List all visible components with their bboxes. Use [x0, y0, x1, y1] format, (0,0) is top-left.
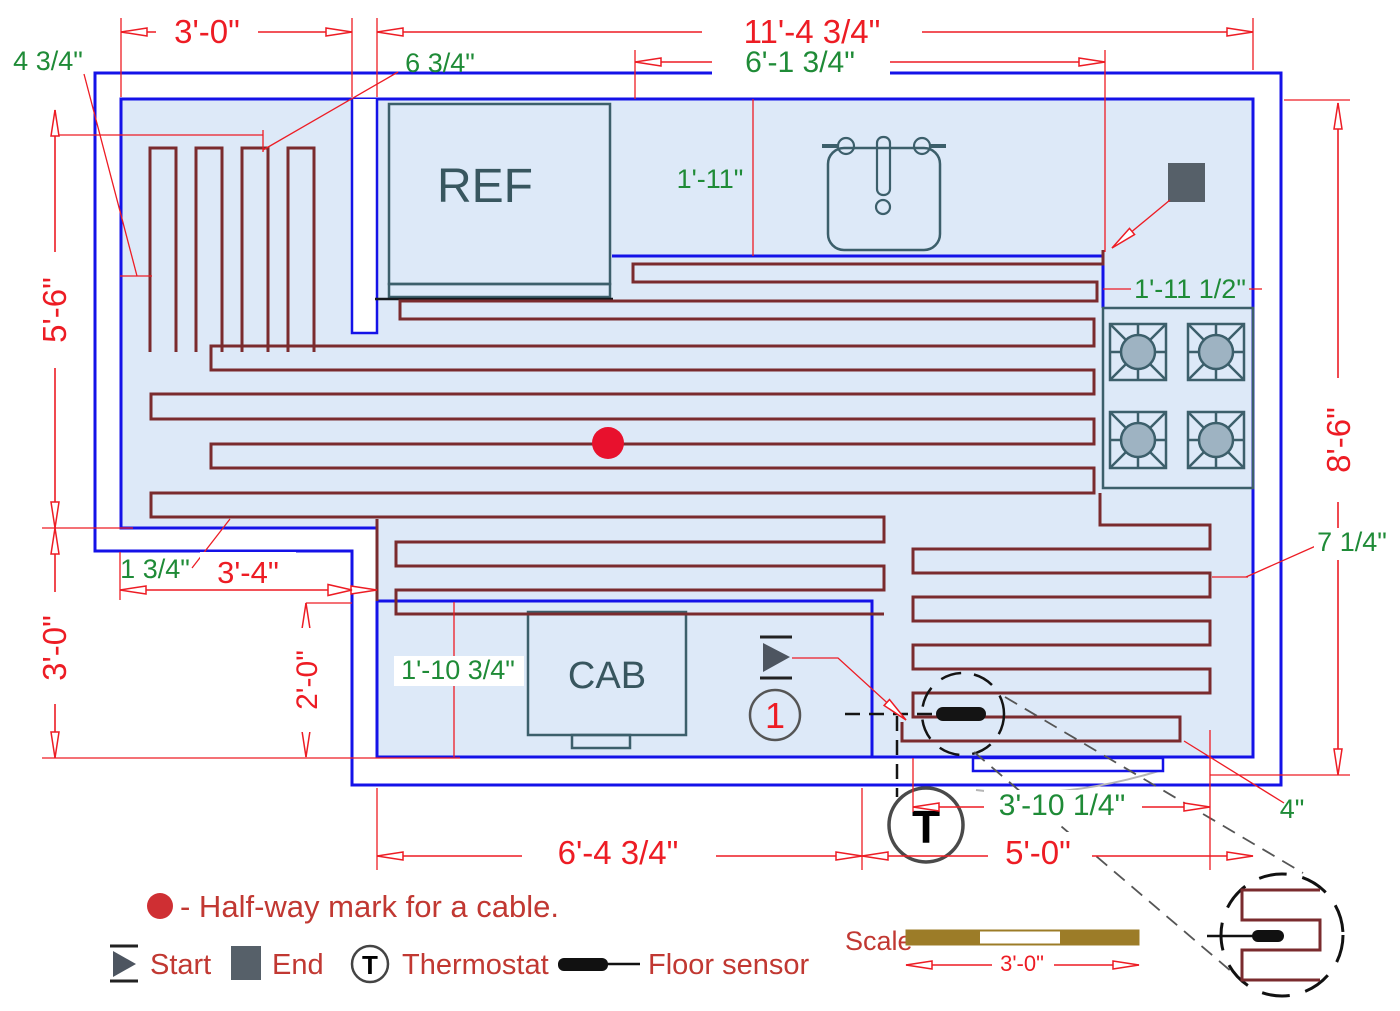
burner-icon	[1108, 322, 1168, 382]
stove	[1101, 306, 1255, 490]
dim-wall-gap-left: 4 3/4"	[13, 46, 83, 76]
scale-bar: Scale 3'-0"	[845, 926, 1140, 976]
legend-thermostat-label: Thermostat	[402, 949, 549, 981]
burner-icon	[1108, 410, 1168, 470]
burner-icon	[1186, 410, 1246, 470]
dim-wall-gap-top: 6 3/4"	[405, 48, 475, 78]
scale-value: 3'-0"	[1000, 951, 1044, 976]
dim-top: 11'-4 3/4"	[744, 13, 881, 50]
dim-bottom-left: 6'-4 3/4"	[558, 834, 679, 871]
svg-text:T: T	[362, 950, 378, 980]
dim-top-left: 3'-0"	[174, 13, 240, 50]
sink	[822, 135, 946, 252]
cab-label: CAB	[568, 655, 646, 697]
sensor-detail-circle	[920, 671, 1006, 757]
svg-text:T: T	[912, 801, 940, 853]
legend-start-icon	[110, 944, 138, 983]
legend-end-label: End	[272, 949, 324, 981]
dim-sensor: 3'-10 1/4"	[999, 789, 1125, 822]
dim-cable-edge: 7 1/4"	[1317, 527, 1387, 557]
end-leader	[1111, 199, 1171, 249]
dim-stove-width: 1'-11 1/2"	[1134, 274, 1246, 304]
sensor-detail-icon	[1252, 930, 1284, 942]
cabinet	[526, 610, 688, 750]
dim-notch-gap: 1 3/4"	[120, 554, 190, 584]
end-marker-icon	[1168, 163, 1205, 202]
legend-thermostat-icon: T	[350, 944, 390, 984]
text-knockouts	[38, 12, 1392, 976]
dim-cab-depth: 2'-0"	[291, 650, 324, 710]
callout-1: 1	[748, 688, 802, 742]
dim-counter: 6'-1 3/4"	[745, 46, 855, 79]
refrigerator	[375, 102, 613, 301]
leader-lines	[83, 71, 1319, 804]
cable-comb-left	[148, 146, 316, 352]
floor-sensor-group	[845, 671, 1006, 797]
cable-right-serpentine	[900, 493, 1212, 743]
dim-left-lower: 3'-0"	[36, 615, 73, 681]
outer-wall	[93, 71, 1283, 787]
partition-wall-stub	[350, 99, 379, 335]
cable-detail	[1240, 888, 1322, 982]
dim-corner-gap: 4"	[1280, 794, 1305, 824]
cable-main-serpentine	[149, 250, 1105, 616]
start-leader	[792, 657, 907, 721]
scale-label: Scale	[845, 926, 913, 956]
fixtures	[375, 102, 1255, 750]
dim-right: 8'-6"	[1320, 407, 1357, 473]
burner-icon	[1186, 322, 1246, 382]
detail-magnifier	[973, 696, 1345, 998]
svg-text:1: 1	[765, 695, 785, 736]
halfway-legend-label: - Half-way mark for a cable.	[180, 889, 559, 924]
legend-end-icon	[231, 946, 261, 980]
dim-cab-height: 1'-10 3/4"	[401, 655, 515, 685]
legend: - Half-way mark for a cable. Start End T…	[110, 889, 1140, 984]
dim-counter-depth: 1'-11"	[677, 164, 744, 194]
legend-floor-sensor-label: Floor sensor	[648, 949, 810, 981]
dim-bottom-right: 5'-0"	[1005, 834, 1071, 871]
cabinet-zone-edge	[377, 599, 874, 756]
floor-sensor-icon	[936, 707, 986, 721]
start-marker	[760, 635, 792, 680]
ref-label: REF	[437, 160, 533, 213]
dimension-labels: 3'-0" 11'-4 3/4" 6'-1 3/4" 4 3/4" 6 3/4"…	[13, 13, 1387, 871]
legend-start-label: Start	[150, 949, 211, 981]
door-leaf	[971, 756, 1165, 773]
dim-notch: 3'-4"	[217, 555, 279, 590]
start-triangle-icon	[763, 643, 790, 672]
dim-left-upper: 5'-6"	[36, 277, 73, 343]
thermostat-symbol: T	[887, 786, 965, 864]
legend-floor-sensor-icon	[558, 958, 640, 971]
halfway-mark-dot	[592, 427, 624, 459]
heating-cable	[148, 146, 1212, 743]
halfway-legend-dot-icon	[147, 893, 173, 919]
